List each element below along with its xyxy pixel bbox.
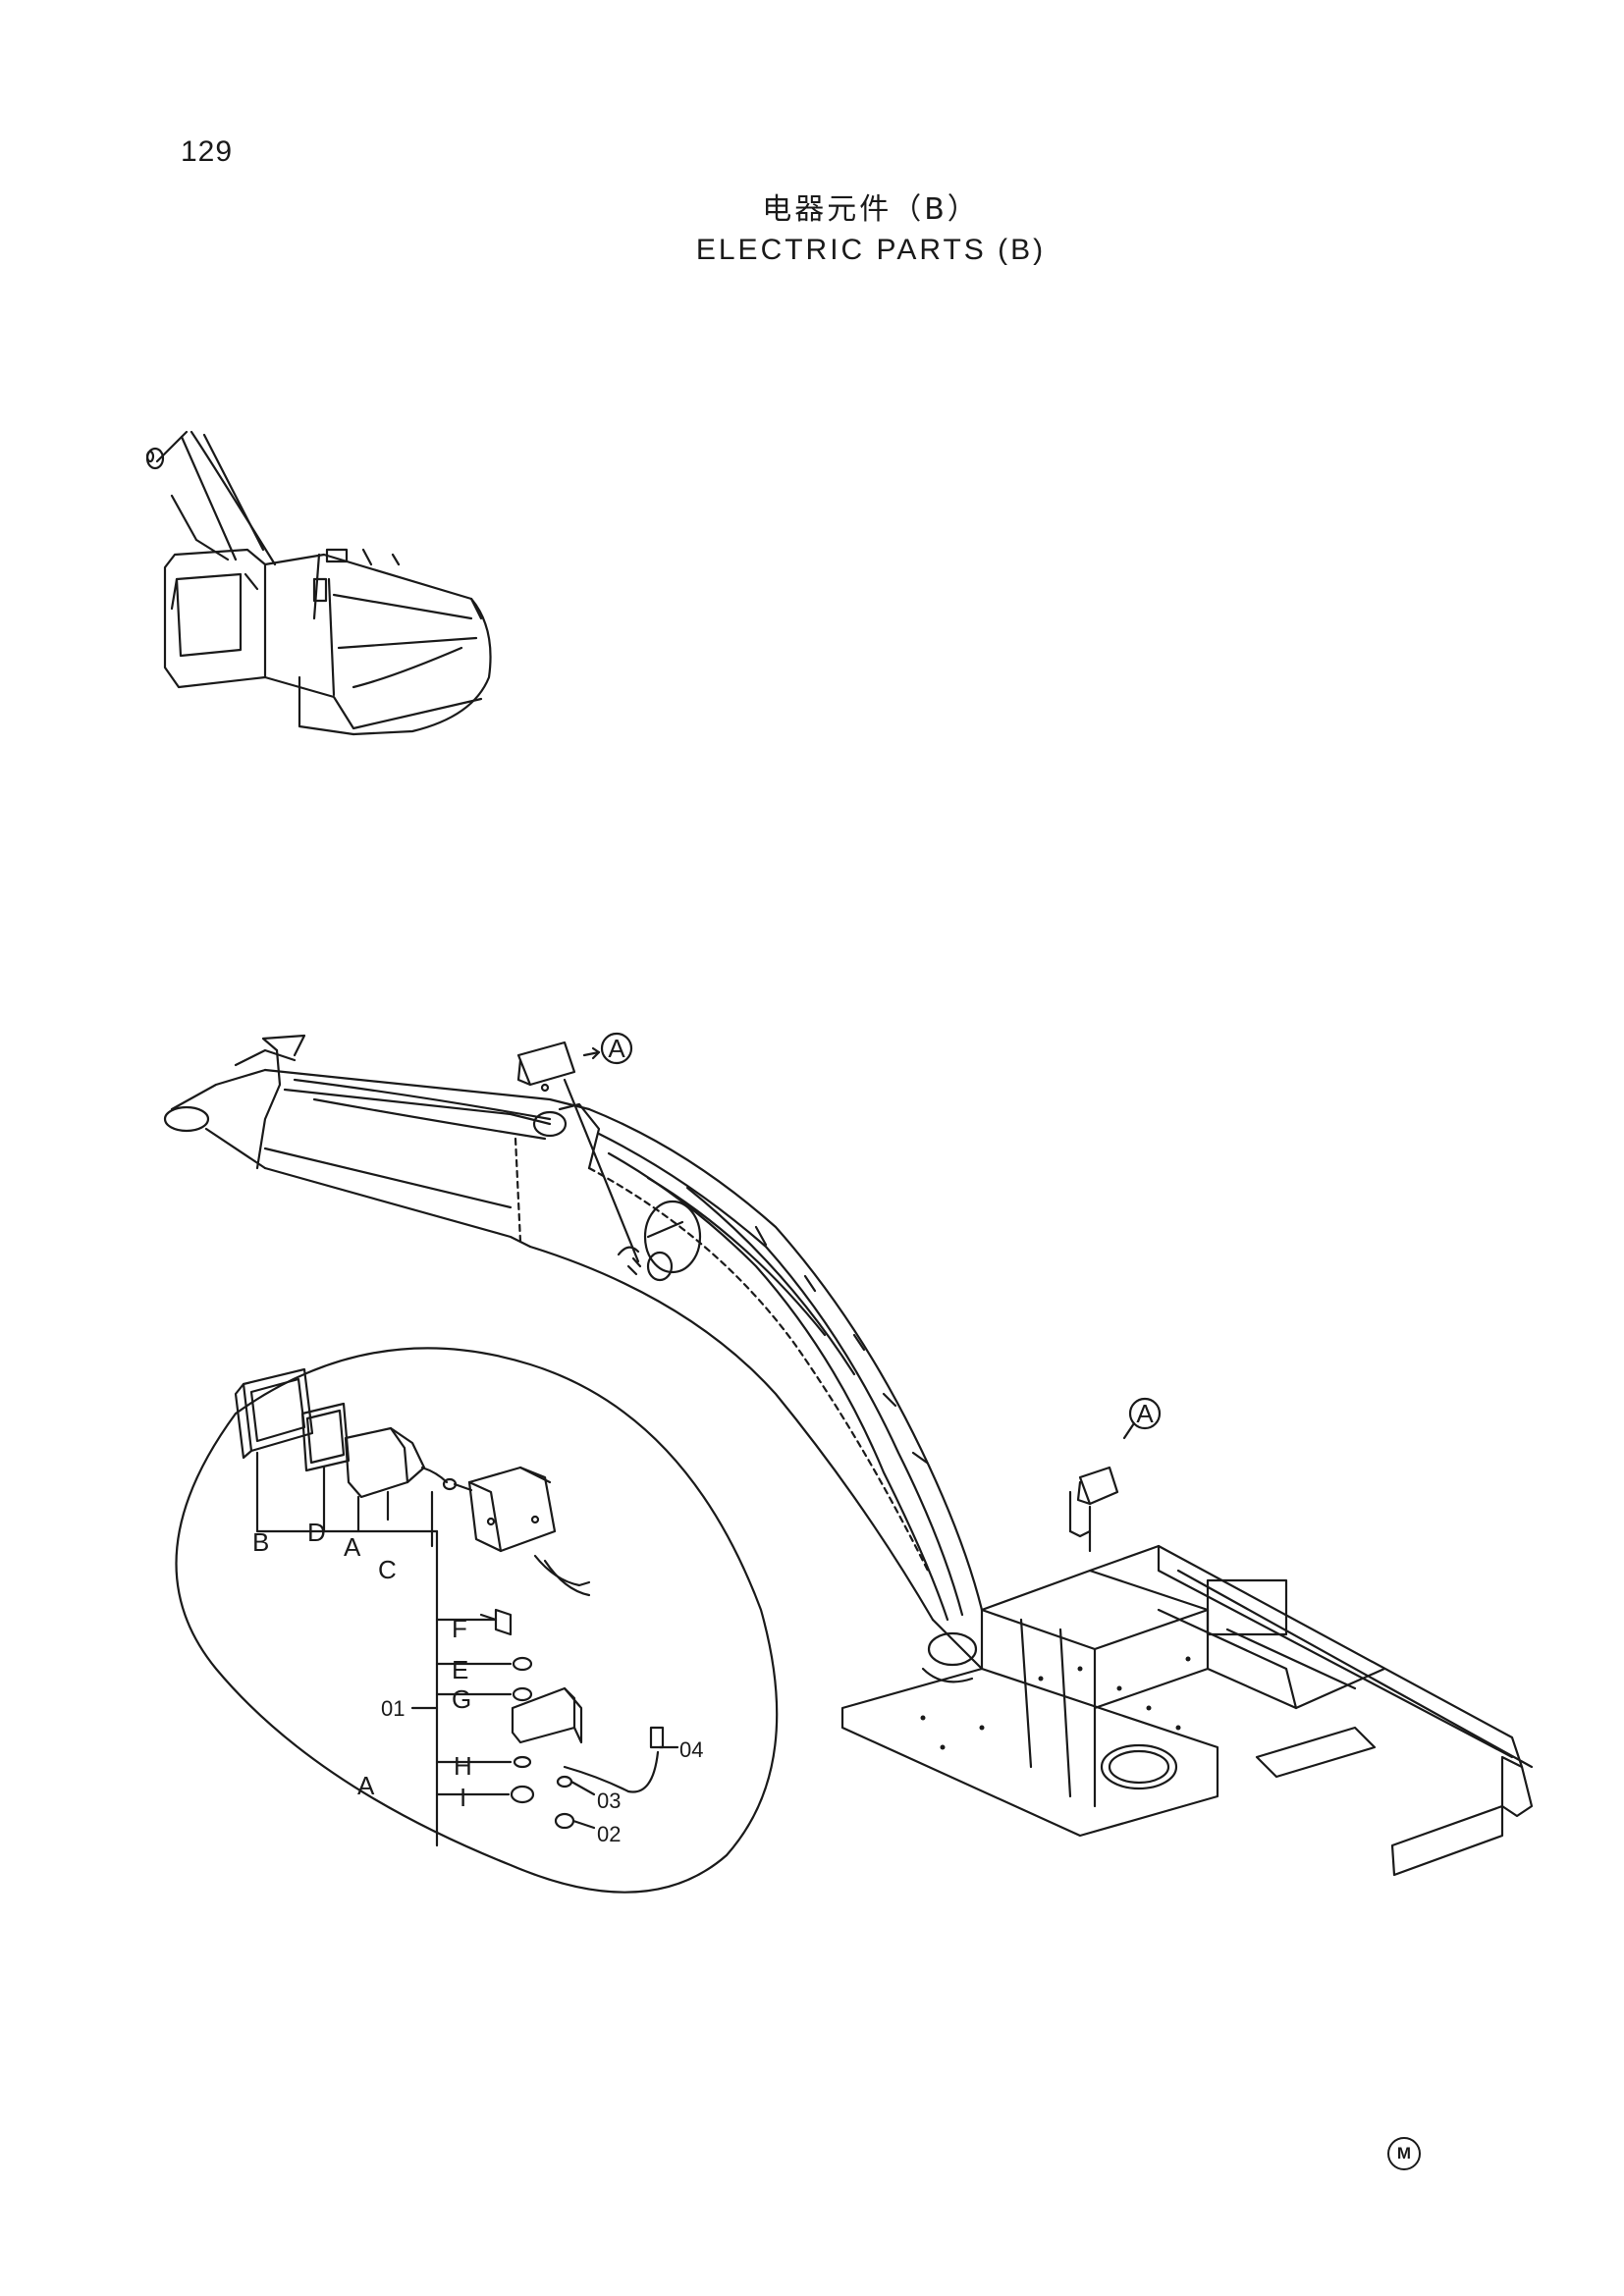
label-view-a: A <box>357 1771 375 1800</box>
label-c: C <box>378 1555 397 1584</box>
label-h: H <box>454 1751 472 1781</box>
label-g: G <box>452 1684 471 1714</box>
title-english: ELECTRIC PARTS (B) <box>695 234 1047 266</box>
callout-a-top-label: A <box>608 1034 625 1063</box>
manufacturer-mark: M <box>1387 2137 1421 2170</box>
label-01: 01 <box>381 1696 405 1721</box>
callout-a-right-label: A <box>1136 1399 1154 1428</box>
callout-a-top: A <box>582 1032 633 1065</box>
boom-arm-illustration <box>163 1034 984 1683</box>
title-chinese: 电器元件（B） <box>762 192 980 227</box>
label-e: E <box>452 1655 468 1684</box>
label-f: F <box>452 1614 467 1643</box>
label-b: B <box>252 1527 269 1557</box>
upper-frame-illustration <box>840 1466 1534 1877</box>
machine-overview-illustration <box>145 430 492 736</box>
label-i: I <box>460 1783 466 1812</box>
page-number: 129 <box>181 135 234 168</box>
label-a: A <box>344 1532 361 1562</box>
label-04: 04 <box>679 1737 703 1762</box>
label-02: 02 <box>597 1822 621 1846</box>
detail-view-a <box>175 1347 779 1894</box>
label-03: 03 <box>597 1789 621 1813</box>
title-block: 电器元件（B） ELECTRIC PARTS (B) <box>0 185 1624 267</box>
callout-a-right: A <box>1122 1397 1162 1440</box>
label-d: D <box>307 1518 326 1547</box>
